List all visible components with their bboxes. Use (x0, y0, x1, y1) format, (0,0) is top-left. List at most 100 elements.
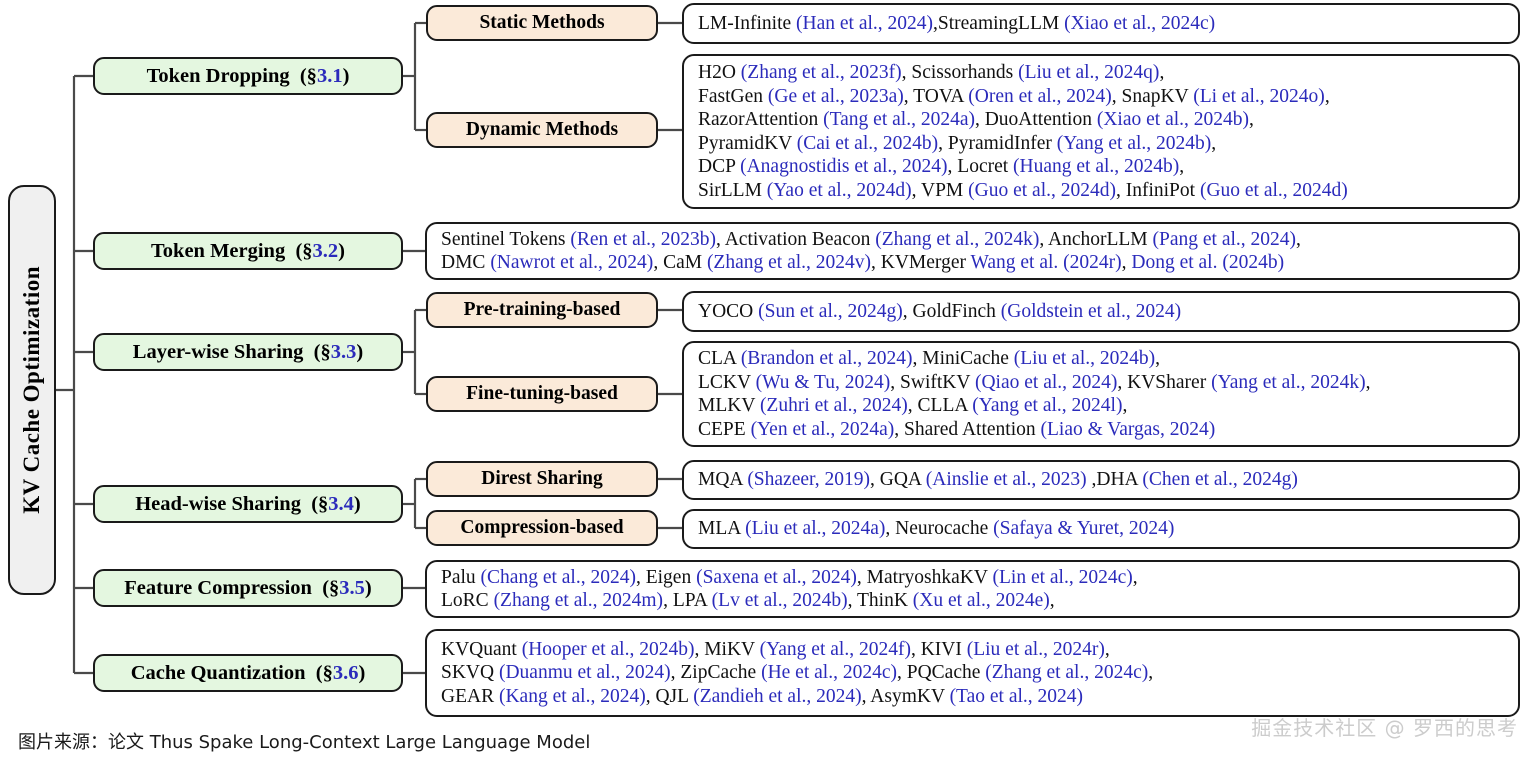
category-node-layer-wise-sharing[interactable]: Layer-wise Sharing (§3.3) (93, 333, 403, 371)
subcategory-label: Pre-training-based (463, 299, 621, 320)
method-name: RazorAttention (698, 109, 824, 130)
citation-ref: (Yen et al., 2024a) (750, 418, 895, 440)
method-name: , VPM (911, 179, 969, 201)
method-name: , ZipCache (670, 662, 762, 684)
citation-ref: (Chang et al., 2024) (480, 566, 636, 588)
leaf-box-compression-based[interactable]: MLA (Liu et al., 2024a), Neurocache (Saf… (682, 509, 1520, 549)
citation-ref: (Zuhri et al., 2024) (759, 395, 908, 416)
method-name: MQA (698, 469, 748, 491)
method-name: , (1179, 156, 1185, 177)
method-name: , CLLA (907, 395, 973, 416)
citation-ref: (Xu et al., 2024e) (912, 590, 1050, 611)
method-name: , Shared Attention (894, 418, 1041, 440)
root-node-kv-cache-optimization[interactable]: KV Cache Optimization (8, 185, 56, 595)
citation-ref: (Sun et al., 2024g) (758, 300, 903, 322)
subcategory-label: Static Methods (479, 12, 605, 33)
leaf-box-cache-quantization[interactable]: KVQuant (Hooper et al., 2024b), MiKV (Ya… (425, 629, 1520, 717)
method-name: , (1365, 371, 1371, 393)
leaf-box-pre-training-based[interactable]: YOCO (Sun et al., 2024g), GoldFinch (Gol… (682, 291, 1520, 332)
method-name: , KIVI (910, 638, 967, 660)
category-node-token-dropping[interactable]: Token Dropping (§3.1) (93, 57, 403, 95)
method-name: H2O (698, 62, 741, 83)
subcategory-node-static-methods[interactable]: Static Methods (426, 5, 658, 41)
method-name: , ThinK (847, 590, 913, 611)
method-name: , AsymKV (861, 685, 950, 707)
subcategory-node-dynamic-methods[interactable]: Dynamic Methods (426, 112, 658, 148)
reference-line: LCKV (Wu & Tu, 2024), SwiftKV (Qiao et a… (698, 371, 1504, 395)
reference-line: FastGen (Ge et al., 2023a), TOVA (Oren e… (698, 85, 1504, 109)
subcategory-label: Direst Sharing (481, 468, 603, 489)
citation-ref: (Chen et al., 2024g) (1142, 469, 1298, 491)
citation-ref: (Liu et al., 2024a) (745, 518, 886, 540)
reference-line: CLA (Brandon et al., 2024), MiniCache (L… (698, 347, 1504, 371)
method-name: , (1211, 132, 1217, 154)
method-name: , (1049, 590, 1055, 611)
leaf-box-direst-sharing[interactable]: MQA (Shazeer, 2019), GQA (Ainslie et al.… (682, 460, 1520, 500)
method-name: , GoldFinch (902, 300, 1001, 322)
reference-line: MQA (Shazeer, 2019), GQA (Ainslie et al.… (698, 468, 1504, 492)
method-name: Sentinel Tokens (441, 228, 571, 250)
method-name: , CaM (653, 252, 707, 273)
leaf-box-token-merging[interactable]: Sentinel Tokens (Ren et al., 2023b), Act… (425, 222, 1520, 280)
category-label: Head-wise Sharing (§3.4) (135, 492, 361, 515)
citation-ref: (Tao et al., 2024) (949, 685, 1084, 707)
method-name: , KVSharer (1117, 371, 1212, 393)
citation-ref: (Qiao et al., 2024) (974, 371, 1118, 393)
citation-ref: (Ge et al., 2023a) (767, 85, 904, 107)
method-name: SKVQ (441, 662, 499, 684)
method-name: , LPA (663, 590, 712, 611)
category-label: Token Merging (§3.2) (151, 239, 345, 262)
subcategory-node-direst-sharing[interactable]: Direst Sharing (426, 461, 658, 497)
method-name: , DuoAttention (974, 109, 1097, 130)
method-name: , GQA (869, 469, 926, 491)
method-name: , Scissorhands (901, 62, 1019, 83)
method-name: , (1296, 228, 1301, 250)
method-name: , MiniCache (912, 348, 1014, 369)
reference-line: YOCO (Sun et al., 2024g), GoldFinch (Gol… (698, 300, 1504, 324)
method-name: , SwiftKV (890, 371, 975, 393)
subcategory-node-fine-tuning-based[interactable]: Fine-tuning-based (426, 376, 658, 412)
subcategory-node-pre-training-based[interactable]: Pre-training-based (426, 292, 658, 328)
citation-ref: (Lv et al., 2024b) (711, 590, 848, 611)
citation-ref: (Goldstein et al., 2024) (1000, 300, 1182, 322)
method-name: , (1324, 85, 1330, 107)
method-name: MLKV (698, 395, 760, 416)
category-node-head-wise-sharing[interactable]: Head-wise Sharing (§3.4) (93, 485, 403, 523)
method-name: LCKV (698, 371, 756, 393)
leaf-box-dynamic-methods[interactable]: H2O (Zhang et al., 2023f), Scissorhands … (682, 54, 1520, 209)
method-name: , (1155, 348, 1160, 369)
leaf-box-feature-compression[interactable]: Palu (Chang et al., 2024), Eigen (Saxena… (425, 560, 1520, 618)
category-node-token-merging[interactable]: Token Merging (§3.2) (93, 232, 403, 270)
method-name: , Locret (947, 156, 1014, 177)
reference-line: Sentinel Tokens (Ren et al., 2023b), Act… (441, 228, 1504, 252)
subcategory-label: Dynamic Methods (465, 119, 619, 140)
method-name: , (1122, 395, 1128, 416)
method-name: , QJL (645, 685, 694, 707)
category-label: Layer-wise Sharing (§3.3) (132, 340, 364, 363)
subcategory-node-compression-based[interactable]: Compression-based (426, 510, 658, 546)
leaf-box-static-methods[interactable]: LM-Infinite (Han et al., 2024),Streaming… (682, 3, 1520, 44)
method-name: CEPE (698, 418, 751, 440)
citation-ref: (Yang et al., 2024f) (759, 638, 911, 660)
citation-ref: (Oren et al., 2024) (968, 85, 1112, 107)
leaf-box-fine-tuning-based[interactable]: CLA (Brandon et al., 2024), MiniCache (L… (682, 341, 1520, 447)
citation-ref: (Lin et al., 2024c) (992, 566, 1133, 588)
reference-line: RazorAttention (Tang et al., 2024a), Duo… (698, 108, 1504, 132)
citation-ref: (Zandieh et al., 2024) (693, 685, 862, 707)
reference-line: DCP (Anagnostidis et al., 2024), Locret … (698, 155, 1504, 179)
citation-ref: (Zhang et al., 2024v) (706, 252, 872, 273)
citation-ref: (Kang et al., 2024) (498, 685, 646, 707)
method-name: , Neurocache (885, 518, 994, 540)
citation-ref: (Brandon et al., 2024) (740, 348, 913, 369)
reference-line: Palu (Chang et al., 2024), Eigen (Saxena… (441, 566, 1504, 590)
category-node-feature-compression[interactable]: Feature Compression (§3.5) (93, 569, 403, 607)
watermark-text: 掘金技术社区 @ 罗西的思考 (1251, 716, 1518, 740)
citation-ref: (Xiao et al., 2024b) (1096, 109, 1250, 130)
reference-line: GEAR (Kang et al., 2024), QJL (Zandieh e… (441, 685, 1504, 709)
citation-ref: (Pang et al., 2024) (1152, 228, 1297, 250)
method-name: , PQCache (896, 662, 986, 684)
citation-ref: (Cai et al., 2024b) (796, 132, 939, 154)
citation-ref: (Yang et al., 2024l) (972, 395, 1123, 416)
category-node-cache-quantization[interactable]: Cache Quantization (§3.6) (93, 654, 403, 692)
